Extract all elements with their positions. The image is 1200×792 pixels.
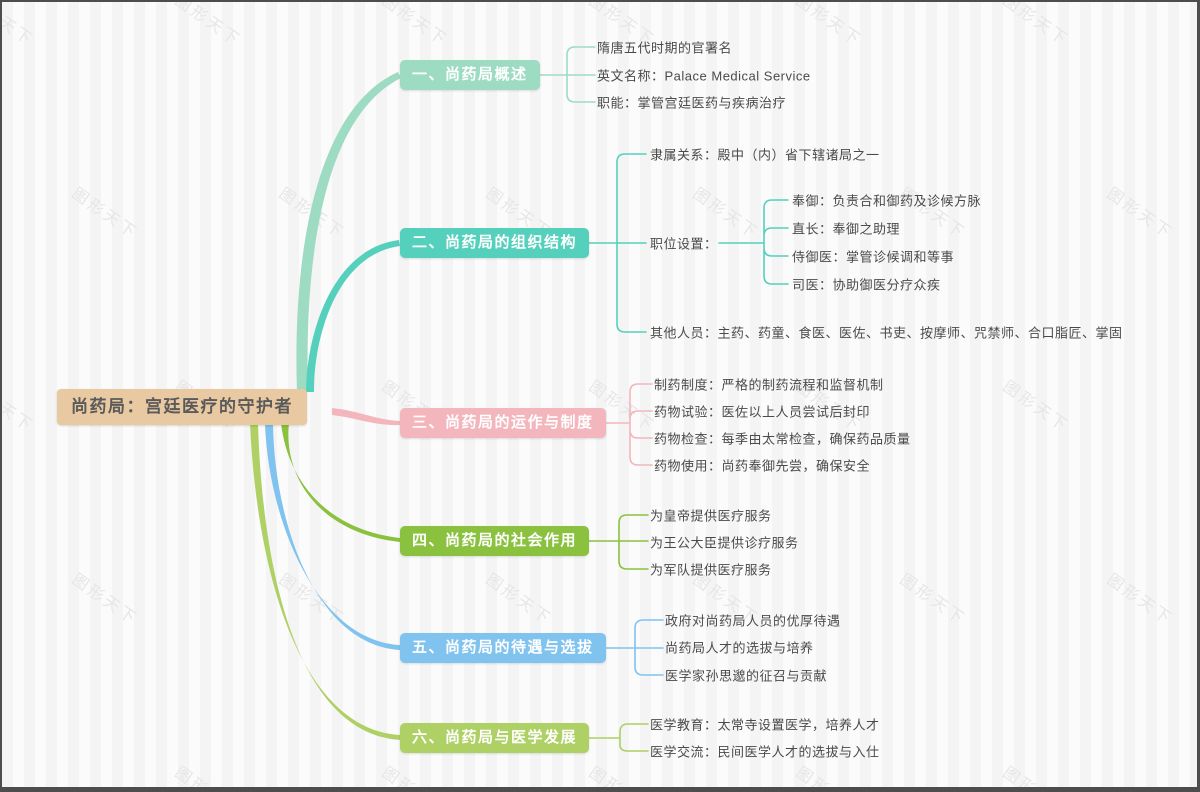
root-node[interactable]: 尚药局：宫廷医疗的守护者: [57, 389, 307, 425]
child-label[interactable]: 药物使用：尚药奉御先尝，确保安全: [654, 458, 871, 474]
child-label[interactable]: 医学交流：民间医学人才的选拔与入仕: [650, 744, 880, 760]
child-label[interactable]: 侍御医：掌管诊候调和等事: [792, 249, 955, 265]
child-links-4: [571, 514, 649, 570]
child-label[interactable]: 为皇帝提供医疗服务: [650, 508, 772, 524]
child-label[interactable]: 政府对尚药局人员的优厚待遇: [665, 613, 841, 629]
child-label[interactable]: 司医：协助御医分疗众疾: [792, 277, 941, 293]
child-links-2: [571, 153, 789, 333]
branch-node-3[interactable]: 三、尚药局的运作与制度: [400, 408, 606, 438]
child-label[interactable]: 为军队提供医疗服务: [650, 562, 772, 578]
child-label[interactable]: 药物试验：医佐以上人员尝试后封印: [654, 404, 871, 420]
child-links-5: [591, 619, 664, 676]
child-label[interactable]: 奉御：负责合和御药及诊候方脉: [792, 193, 982, 209]
child-label[interactable]: 尚药局人才的选拔与培养: [665, 640, 814, 656]
child-label[interactable]: 职位设置：: [650, 236, 718, 252]
branch-curve-4: [281, 423, 400, 542]
child-label[interactable]: 制药制度：严格的制药流程和监督机制: [654, 377, 884, 393]
branch-node-1[interactable]: 一、尚药局概述: [400, 60, 540, 90]
child-label[interactable]: 隋唐五代时期的官署名: [597, 40, 733, 56]
branch-node-5[interactable]: 五、尚药局的待遇与选拔: [400, 633, 606, 663]
branch-node-2[interactable]: 二、尚药局的组织结构: [400, 228, 590, 258]
child-label[interactable]: 隶属关系：殿中（内）省下辖诸局之一: [650, 147, 880, 163]
child-links-1: [526, 46, 596, 103]
child-label[interactable]: 其他人员：主药、药童、食医、医佐、书吏、按摩师、咒禁师、合口脂匠、掌固: [650, 325, 1123, 341]
child-label[interactable]: 直长：奉御之助理: [792, 221, 901, 237]
child-label[interactable]: 医学教育：太常寺设置医学，培养人才: [650, 717, 880, 733]
branch-curve-1: [296, 72, 401, 392]
child-label[interactable]: 医学家孙思邈的征召与贡献: [665, 668, 828, 684]
branch-curve-2: [306, 240, 400, 392]
branch-node-6[interactable]: 六、尚药局与医学发展: [400, 723, 590, 753]
branch-node-4[interactable]: 四、尚药局的社会作用: [400, 526, 590, 556]
child-label[interactable]: 职能：掌管宫廷医药与疾病治疗: [597, 95, 787, 111]
child-label[interactable]: 英文名称：Palace Medical Service: [597, 68, 811, 84]
child-links-3: [591, 383, 653, 466]
branch-curve-3: [332, 408, 400, 426]
child-label[interactable]: 为王公大臣提供诊疗服务: [650, 535, 799, 551]
child-label[interactable]: 药物检查：每季由太常检查，确保药品质量: [654, 431, 911, 447]
